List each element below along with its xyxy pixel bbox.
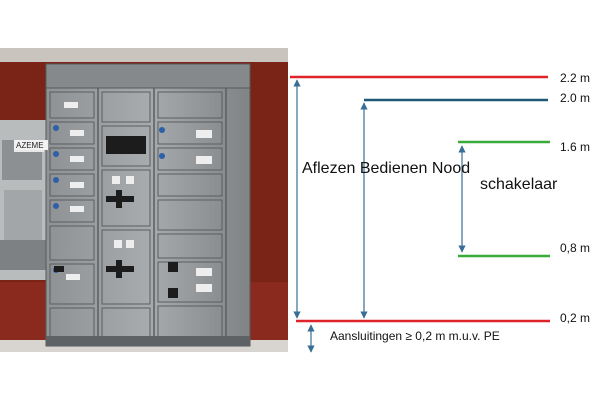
level-label-0-8m: 0,8 m: [560, 241, 591, 255]
zone-label-connections: Aansluitingen ≥ 0,2 m m.u.v. PE: [330, 329, 500, 343]
level-label-0-2m: 0,2 m: [560, 311, 591, 325]
zone-label-emergency-switch: schakelaar: [480, 176, 558, 193]
level-label-1-6m: 1.6 m: [560, 140, 591, 154]
level-label-2-2m: 2.2 m: [560, 71, 591, 85]
zone-label-read-operate-emergency: Aflezen Bedienen Nood: [302, 160, 471, 177]
photo-nameplate: AZEME: [16, 141, 44, 150]
height-diagram: [290, 75, 550, 353]
switchgear-photo: AZEME: [0, 48, 288, 352]
level-label-2-0m: 2.0 m: [560, 91, 591, 105]
